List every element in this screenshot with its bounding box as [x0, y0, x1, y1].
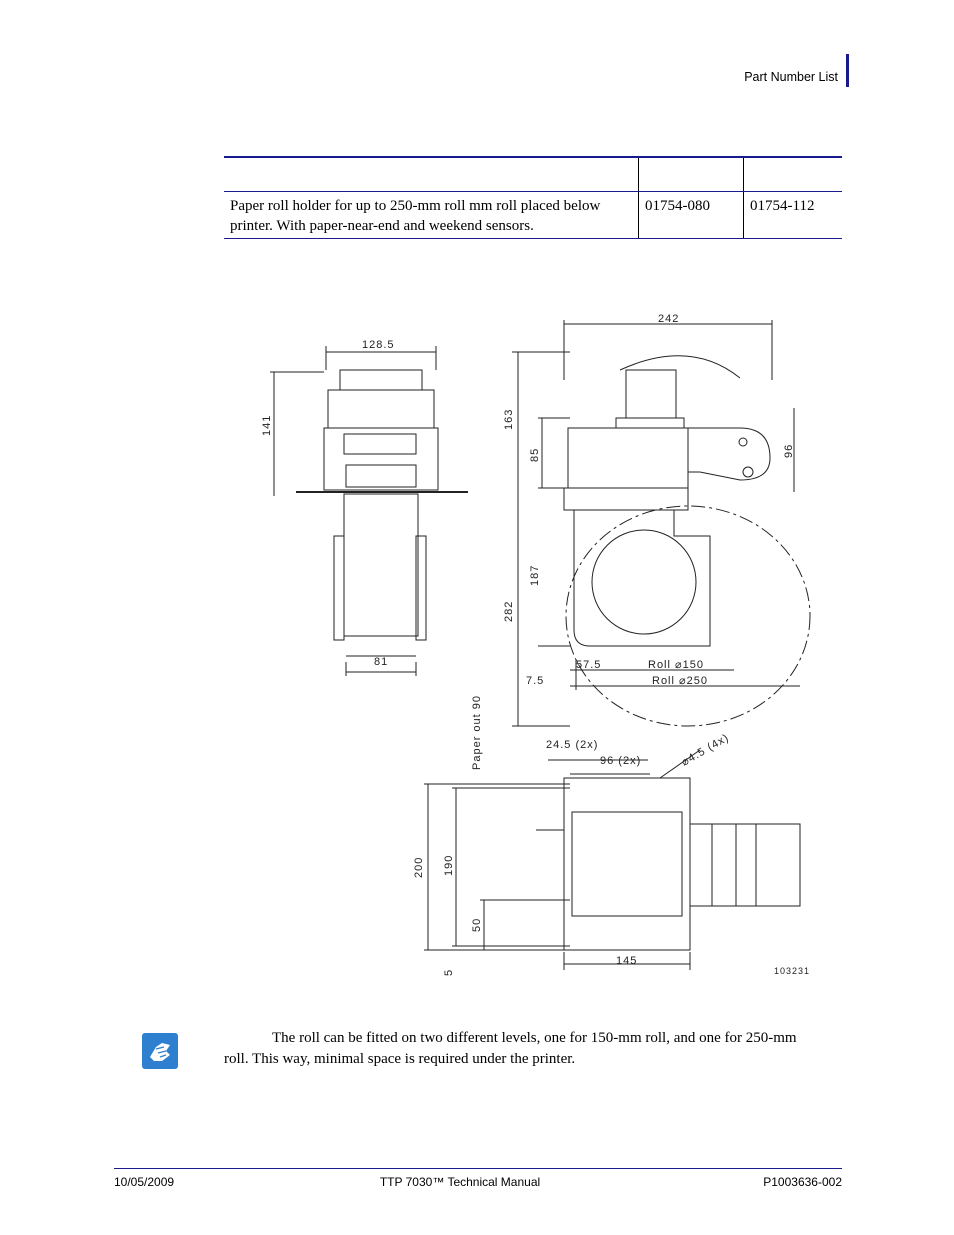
front-view: [270, 346, 468, 676]
header-accent-bar: [846, 54, 849, 87]
figure-id: 103231: [774, 966, 810, 976]
dim-282: 282: [503, 601, 515, 622]
dim-24-5: 24.5 (2x): [546, 739, 598, 751]
row-part-b: 01754-112: [743, 191, 842, 239]
table-header-part-b: [743, 156, 842, 192]
table-header-description: [224, 156, 639, 192]
dim-front-width-bottom: 81: [374, 656, 388, 668]
paper-roll-holder-drawing: 128.5 141 81 242 163 85 96 187 282 57.5 …: [261, 313, 811, 976]
dim-187: 187: [529, 565, 541, 586]
table-header-row: [224, 156, 842, 192]
roll-250-label: Roll ⌀250: [652, 675, 708, 687]
footer-part-number: P1003636-002: [763, 1175, 842, 1189]
dim-96: 96: [783, 444, 795, 458]
dim-front-width-top: 128.5: [362, 339, 395, 351]
top-view: [424, 749, 801, 970]
row-description: Paper roll holder for up to 250-mm roll …: [224, 191, 639, 239]
table-header-part-a: [638, 156, 744, 192]
dim-hole: ⌀4.5 (4x): [680, 732, 732, 769]
dim-side-width: 242: [658, 313, 679, 325]
footer-rule: [114, 1168, 842, 1169]
dim-190: 190: [443, 855, 455, 876]
dim-163: 163: [503, 409, 515, 430]
note-hand-icon: [142, 1033, 178, 1069]
side-view: [512, 320, 811, 727]
dim-85: 85: [529, 448, 541, 462]
dim-57-5: 57.5: [576, 659, 601, 671]
dim-200: 200: [413, 857, 425, 878]
paper-out-label: Paper out 90: [471, 695, 483, 770]
dim-7-5: 7.5: [526, 675, 544, 687]
dim-145: 145: [616, 955, 637, 967]
footer-date: 10/05/2009: [114, 1175, 175, 1189]
dim-50: 50: [471, 918, 483, 932]
parts-table: Paper roll holder for up to 250-mm roll …: [224, 156, 842, 239]
section-title: Part Number List: [744, 70, 838, 84]
dim-front-height: 141: [261, 415, 273, 436]
table-row: Paper roll holder for up to 250-mm roll …: [224, 191, 842, 239]
footer-title: TTP 7030™ Technical Manual: [379, 1175, 541, 1189]
dim-5: 5: [443, 969, 455, 976]
roll-150-label: Roll ⌀150: [648, 659, 704, 671]
row-part-a: 01754-080: [638, 191, 744, 239]
note-text: The roll can be fitted on two different …: [224, 1030, 797, 1067]
dim-96-2x: 96 (2x): [600, 755, 641, 767]
